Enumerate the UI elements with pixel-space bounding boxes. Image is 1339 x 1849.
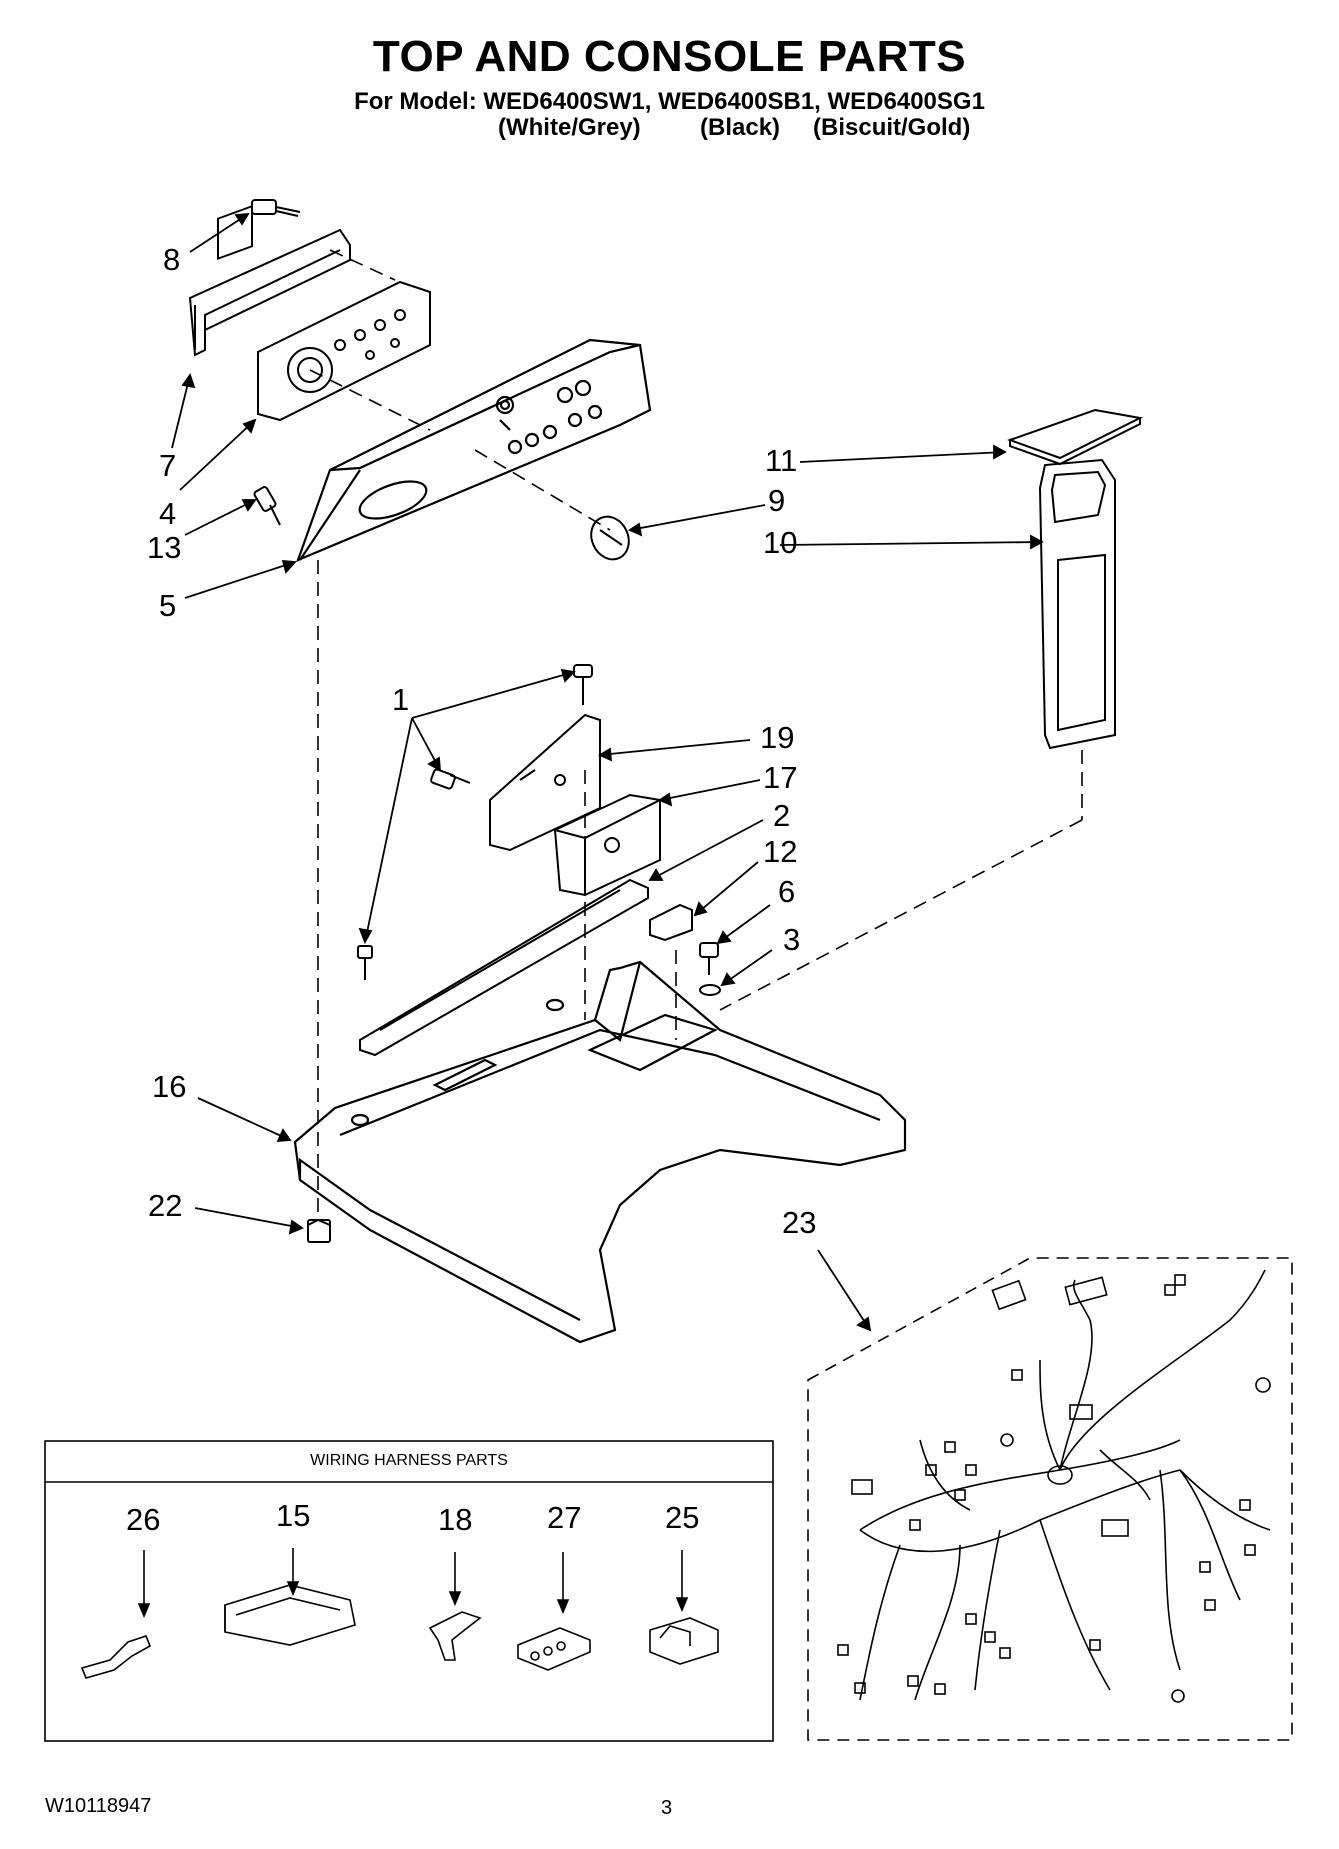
control-board-drawing [257, 280, 431, 422]
callout-17: 17 [763, 760, 798, 795]
mounting-bracket-drawing [489, 713, 601, 852]
screw-6-drawing [699, 942, 719, 975]
knob-drawing [590, 515, 630, 561]
screw-1-drawing [357, 664, 593, 980]
page-number: 3 [661, 1797, 673, 1819]
callout-5: 5 [159, 588, 177, 623]
wiring-parts-box [44, 1440, 774, 1742]
color-label-white-grey: (White/Grey) [498, 114, 641, 141]
callout-1: 1 [392, 682, 410, 717]
callout-12: 12 [763, 834, 798, 869]
callout-27: 27 [547, 1500, 582, 1535]
top-panel-drawing [293, 960, 907, 1344]
callout-3: 3 [783, 922, 801, 957]
callout-16: 16 [152, 1069, 187, 1104]
document-number: W10118947 [45, 1795, 152, 1817]
console-drawing [296, 338, 652, 562]
lint-screen-drawing [1038, 458, 1116, 750]
wiring-parts-drawings [80, 1548, 719, 1679]
callout-26: 26 [126, 1502, 161, 1537]
foot-22-drawing [307, 1218, 331, 1243]
callout-8: 8 [163, 242, 181, 277]
callout-23: 23 [782, 1205, 817, 1240]
harness-dashed-box [807, 1257, 1293, 1741]
callout-22: 22 [148, 1188, 183, 1223]
screw-13-drawing [253, 486, 281, 526]
clip-12-drawing [649, 903, 693, 942]
lint-cover-drawing [1007, 408, 1144, 466]
callout-10: 10 [763, 525, 798, 560]
alignment-lines [309, 249, 1083, 1220]
screw-8-drawing [251, 199, 301, 217]
callout-13: 13 [147, 530, 182, 565]
callout-18: 18 [438, 1502, 473, 1537]
washer-3-drawing [699, 984, 721, 996]
wiring-box-title: WIRING HARNESS PARTS [310, 1452, 508, 1469]
model-line: For Model: WED6400SW1, WED6400SB1, WED64… [354, 88, 985, 115]
callout-2: 2 [773, 798, 791, 833]
callout-11: 11 [765, 443, 798, 478]
callout-6: 6 [778, 874, 796, 909]
bracket-strip-drawing [359, 878, 649, 1057]
callout-9: 9 [768, 483, 786, 518]
leader-arrows [171, 212, 1044, 1332]
callout-15: 15 [276, 1498, 311, 1533]
wiring-harness-drawing [837, 1269, 1271, 1703]
color-label-biscuit-gold: (Biscuit/Gold) [813, 114, 971, 141]
callout-7: 7 [159, 448, 177, 483]
page-title: TOP AND CONSOLE PARTS [372, 32, 967, 81]
module-17-drawing [553, 793, 661, 897]
color-label-black: (Black) [700, 114, 781, 141]
callout-25: 25 [665, 1500, 700, 1535]
callout-19: 19 [760, 720, 795, 755]
callout-4: 4 [159, 496, 177, 531]
console-rear-bracket [188, 204, 351, 357]
